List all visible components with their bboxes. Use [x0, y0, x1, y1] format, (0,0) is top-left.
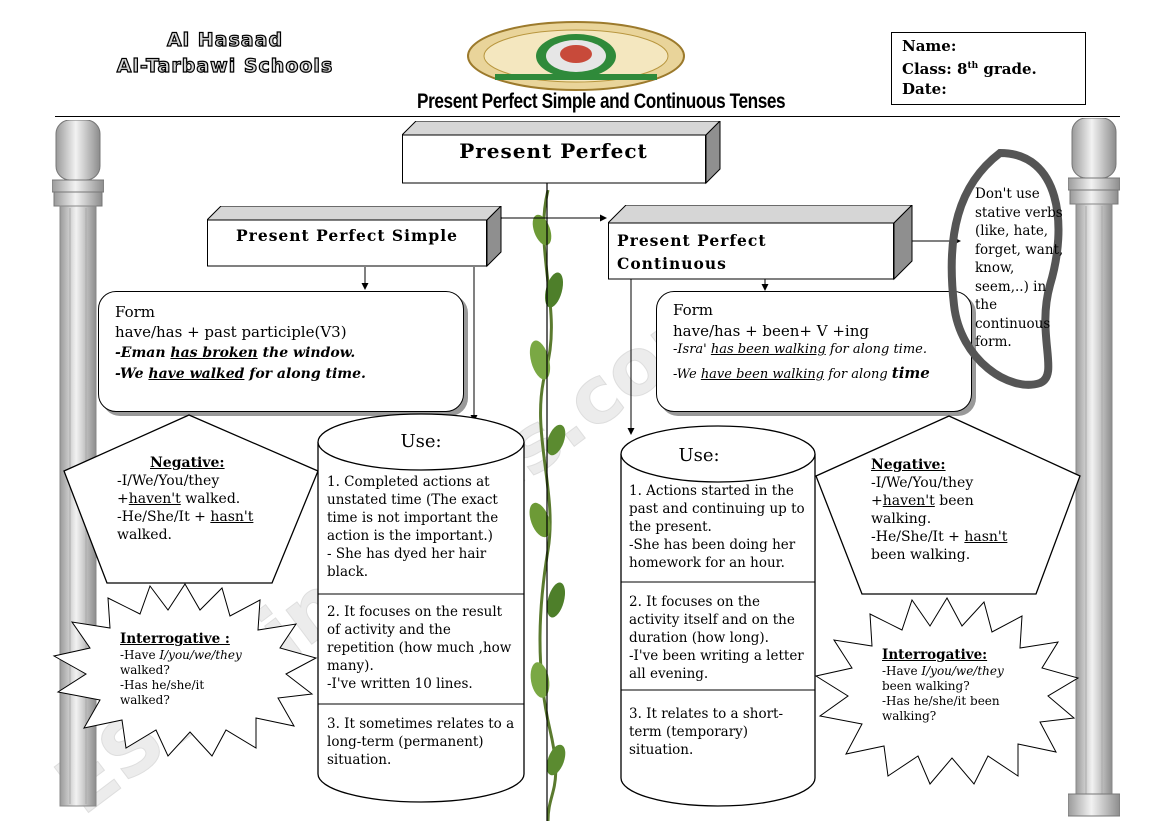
- simple-interrogative-line4: walked?: [120, 693, 242, 708]
- main-title: Present Perfect: [402, 139, 705, 163]
- simple-interrogative-line1: -Have I/you/we/they: [120, 648, 242, 663]
- continuous-negative-line1: -I/We/You/they: [871, 474, 1007, 492]
- simple-example-1: -Eman has broken the window.: [115, 345, 463, 361]
- simple-negative-title: Negative:: [150, 454, 253, 472]
- continuous-example-1: -Isra' has been walking for along time.: [673, 342, 971, 357]
- stative-verbs-note: Don't use stative verbs (like, hate, for…: [975, 185, 1067, 352]
- simple-negative-line4: walked.: [117, 526, 253, 544]
- continuous-title-line1: Present Perfect: [617, 229, 767, 252]
- simple-title: Present Perfect Simple: [207, 226, 487, 245]
- continuous-use-section-2: 2. It focuses on the activity itself and…: [629, 593, 809, 683]
- continuous-interrogative-line4: walking?: [882, 709, 1004, 724]
- simple-interrogative-line2: walked?: [120, 663, 242, 678]
- continuous-use-section-3: 3. It relates to a short-term (temporary…: [629, 705, 809, 759]
- simple-negative-text: Negative: -I/We/You/they +haven't walked…: [117, 454, 253, 544]
- simple-interrogative-title: Interrogative :: [120, 630, 242, 648]
- simple-form-formula: have/has + past participle(V3): [115, 323, 463, 341]
- continuous-negative-line5: been walking.: [871, 546, 1007, 564]
- continuous-interrogative-title: Interrogative:: [882, 646, 1004, 664]
- simple-negative-line3: -He/She/It + hasn't: [117, 508, 253, 526]
- continuous-example-2: -We have been walking for along time: [673, 364, 971, 382]
- simple-example-2: -We have walked for along time.: [115, 366, 463, 382]
- continuous-form-label: Form: [673, 301, 971, 319]
- continuous-use-title: Use:: [619, 445, 779, 466]
- continuous-form-box: Form have/has + been+ V +ing -Isra' has …: [656, 291, 972, 412]
- continuous-negative-line3: walking.: [871, 510, 1007, 528]
- simple-form-box: Form have/has + past participle(V3) -Ema…: [98, 291, 464, 412]
- simple-negative-line2: +haven't walked.: [117, 490, 253, 508]
- continuous-form-formula: have/has + been+ V +ing: [673, 322, 971, 340]
- continuous-title: Present Perfect Continuous: [617, 229, 767, 275]
- continuous-interrogative-line3: -Has he/she/it been: [882, 694, 1004, 709]
- continuous-negative-text: Negative: -I/We/You/they +haven't been w…: [871, 456, 1007, 564]
- continuous-negative-line2: +haven't been: [871, 492, 1007, 510]
- simple-use-title: Use:: [316, 431, 526, 452]
- simple-interrogative-line3: -Has he/she/it: [120, 678, 242, 693]
- continuous-interrogative-line1: -Have I/you/we/they: [882, 664, 1004, 679]
- continuous-interrogative-line2: been walking?: [882, 679, 1004, 694]
- continuous-negative-line4: -He/She/It + hasn't: [871, 528, 1007, 546]
- continuous-interrogative-text: Interrogative: -Have I/you/we/they been …: [882, 646, 1004, 724]
- simple-form-label: Form: [115, 303, 463, 321]
- simple-use-section-2: 2. It focuses on the result of activity …: [327, 603, 517, 693]
- continuous-title-line2: Continuous: [617, 252, 767, 275]
- continuous-negative-title: Negative:: [871, 456, 1007, 474]
- simple-use-section-3: 3. It sometimes relates to a long-term (…: [327, 715, 517, 769]
- simple-use-section-1: 1. Completed actions at unstated time (T…: [327, 473, 517, 581]
- simple-negative-line1: -I/We/You/they: [117, 472, 253, 490]
- continuous-use-section-1: 1. Actions started in the past and conti…: [629, 482, 809, 572]
- simple-interrogative-text: Interrogative : -Have I/you/we/they walk…: [120, 630, 242, 708]
